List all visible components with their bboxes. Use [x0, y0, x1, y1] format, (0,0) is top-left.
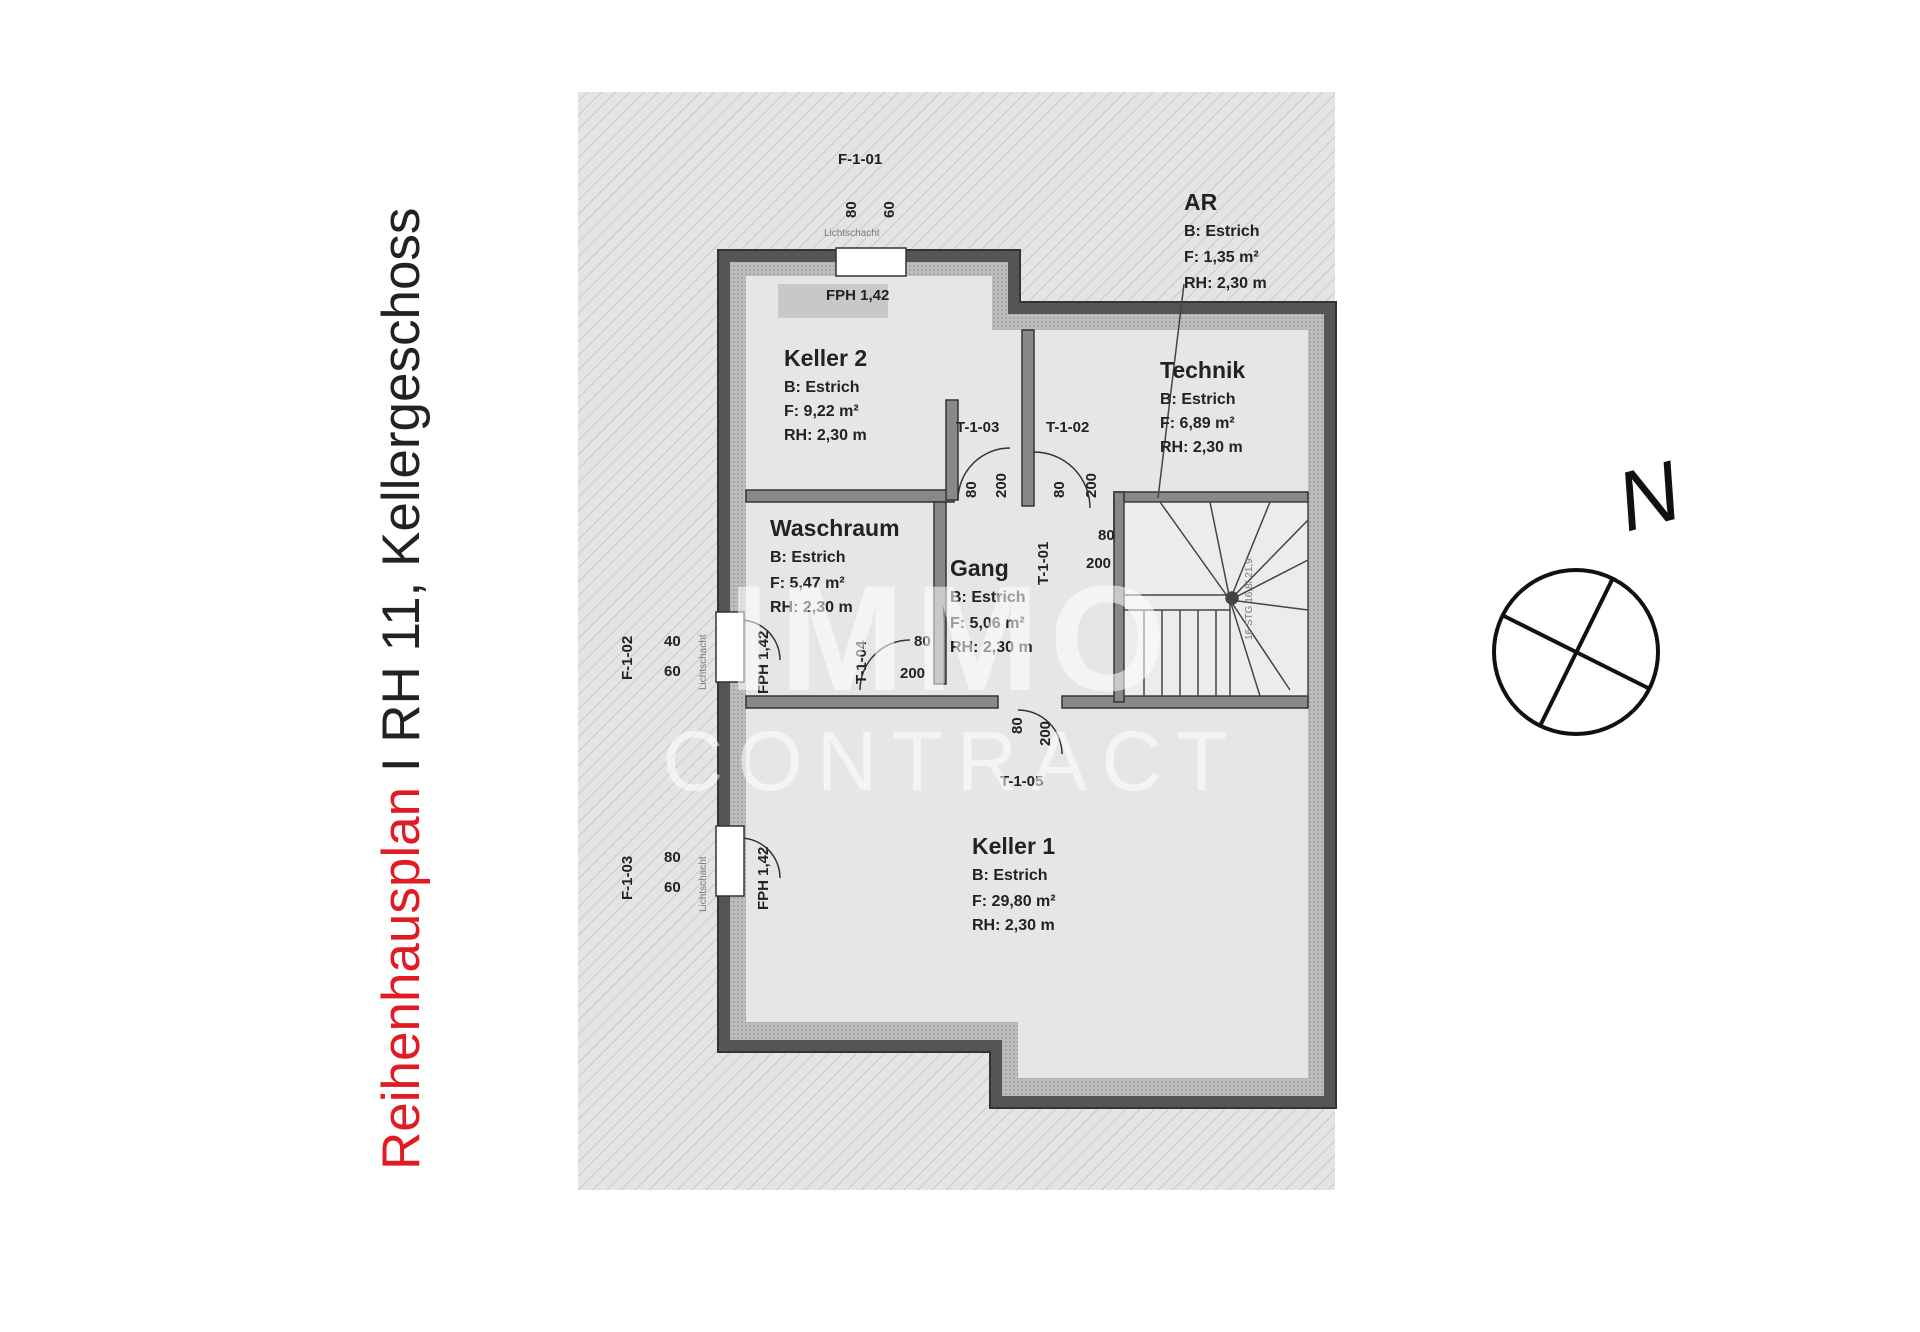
- stair: [1123, 501, 1309, 697]
- lichtschacht-label-top: Lichtschacht: [824, 228, 880, 239]
- lichtschacht-label-left1: Lichtschacht: [698, 634, 709, 690]
- window-tag-f101: F-1-01: [838, 151, 882, 168]
- room-technik: Technik B: Estrich F: 6,89 m² RH: 2,30 m: [1160, 357, 1245, 456]
- room-area: F: 6,89 m²: [1160, 415, 1235, 432]
- room-height: RH: 2,30 m: [972, 917, 1055, 934]
- stair-label: 16 STG 16,8/ 21,9: [1244, 558, 1255, 640]
- room-area: F: 9,22 m²: [784, 403, 859, 420]
- dim-f101-a: 80: [843, 201, 860, 218]
- room-waschraum: Waschraum B: Estrich F: 5,47 m² RH: 2,30…: [770, 515, 900, 616]
- room-gang: Gang B: Estrich F: 5,06 m² RH: 2,30 m: [950, 555, 1033, 656]
- room-area: F: 5,06 m²: [950, 615, 1025, 632]
- room-floor: B: Estrich: [784, 379, 860, 396]
- fph-label-left1: FPH 1,42: [755, 631, 772, 694]
- watermark-word: CONTRACT: [663, 714, 1242, 808]
- room-keller2: Keller 2 B: Estrich F: 9,22 m² RH: 2,30 …: [784, 345, 867, 444]
- room-keller1: Keller 1 B: Estrich F: 29,80 m² RH: 2,30…: [972, 833, 1056, 934]
- watermark-logo: IMMO: [728, 554, 1176, 722]
- dim-f102-a: 40: [664, 633, 681, 650]
- ar-leader-line: [1157, 283, 1185, 499]
- fph-label-top: FPH 1,42: [826, 287, 889, 304]
- window-tag-f103: F-1-03: [619, 856, 636, 900]
- room-floor: B: Estrich: [1160, 391, 1236, 408]
- room-ar: AR B: Estrich F: 1,35 m² RH: 2,30 m: [1184, 189, 1267, 292]
- dim-t104-a: 80: [914, 633, 931, 650]
- windows: [715, 247, 907, 897]
- dim-t105-b: 200: [1037, 721, 1054, 746]
- dim-t101-a: 80: [1098, 527, 1115, 544]
- door-tag-t105: T-1-05: [1000, 773, 1043, 790]
- fph-label-left2: FPH 1,42: [755, 847, 772, 910]
- dim-t105-a: 80: [1009, 717, 1026, 734]
- dim-f101-b: 60: [881, 201, 898, 218]
- room-area: F: 1,35 m²: [1184, 249, 1259, 266]
- room-name: Keller 1: [972, 833, 1055, 859]
- dim-t103-a: 80: [963, 481, 980, 498]
- room-name: Keller 2: [784, 345, 867, 371]
- window-tag-f102: F-1-02: [619, 636, 636, 680]
- interior-walls: [745, 329, 1309, 709]
- shaft-marker: [778, 284, 888, 318]
- room-area: F: 29,80 m²: [972, 893, 1056, 910]
- room-name: Waschraum: [770, 515, 900, 541]
- door-swings: [739, 447, 1115, 879]
- dim-f102-b: 60: [664, 663, 681, 680]
- room-height: RH: 2,30 m: [950, 639, 1033, 656]
- door-tag-t103: T-1-03: [956, 419, 999, 436]
- lichtschacht-label-left2: Lichtschacht: [698, 856, 709, 912]
- room-floor: B: Estrich: [1184, 223, 1260, 240]
- dim-t102-a: 80: [1051, 481, 1068, 498]
- room-floor: B: Estrich: [950, 589, 1026, 606]
- dim-t104-b: 200: [900, 665, 925, 682]
- room-height: RH: 2,30 m: [1160, 439, 1243, 456]
- door-tag-t101: T-1-01: [1035, 542, 1052, 585]
- room-name: Gang: [950, 555, 1009, 581]
- dim-t101-b: 200: [1086, 555, 1111, 572]
- dim-t102-b: 200: [1083, 473, 1100, 498]
- compass-circle-icon: [1492, 568, 1660, 736]
- dim-f103-b: 60: [664, 879, 681, 896]
- room-area: F: 5,47 m²: [770, 575, 845, 592]
- door-tag-t104: T-1-04: [853, 640, 870, 684]
- room-height: RH: 2,30 m: [1184, 275, 1267, 292]
- north-label: N: [1607, 443, 1690, 550]
- room-height: RH: 2,30 m: [770, 599, 853, 616]
- room-name: Technik: [1160, 357, 1245, 383]
- dim-t103-b: 200: [993, 473, 1010, 498]
- room-name: AR: [1184, 189, 1218, 215]
- north-compass: N: [1492, 443, 1690, 736]
- room-height: RH: 2,30 m: [784, 427, 867, 444]
- door-tag-t102: T-1-02: [1046, 419, 1089, 436]
- compass-axis-east: [1503, 614, 1649, 690]
- room-floor: B: Estrich: [770, 549, 846, 566]
- dim-f103-a: 80: [664, 849, 681, 866]
- room-floor: B: Estrich: [972, 867, 1048, 884]
- interior-floor: [746, 276, 1308, 1078]
